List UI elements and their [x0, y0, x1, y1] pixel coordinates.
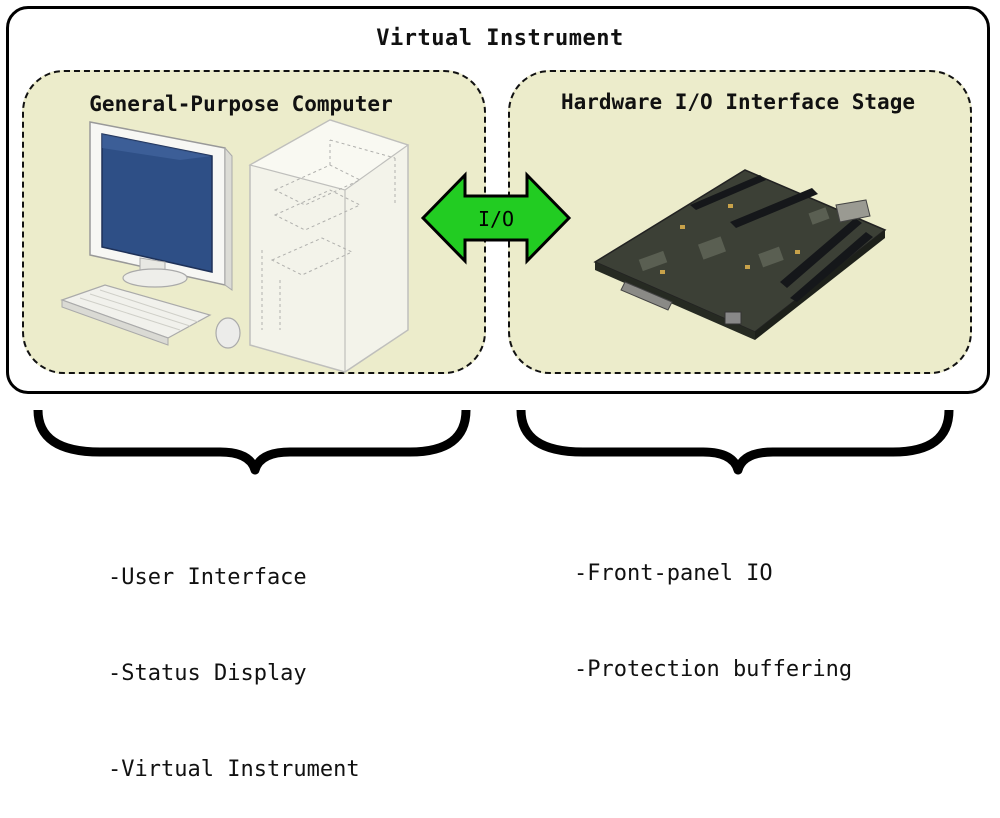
io-arrow-label: I/O [478, 207, 514, 231]
keyboard-icon [60, 284, 212, 346]
circuit-board-icon [593, 169, 887, 340]
list-item: -Front-panel IO [574, 561, 773, 586]
left-brace-icon [33, 409, 471, 475]
list-item: -Protection buffering [574, 657, 853, 682]
computer-function-list: -User Interface -Status Display -Virtual… [108, 498, 360, 818]
computer-panel-title: General-Purpose Computer [89, 92, 393, 116]
list-item: -Virtual Instrument [108, 757, 360, 782]
list-item: -Status Display [108, 661, 307, 686]
computer-icon [60, 119, 410, 373]
io-arrow: I/O [420, 171, 572, 265]
hardware-panel-title: Hardware I/O Interface Stage [560, 90, 915, 114]
mouse-icon [215, 317, 241, 349]
right-brace-icon [516, 409, 954, 475]
diagram-title: Virtual Instrument [376, 26, 624, 51]
hardware-function-list: -Front-panel IO -Protection buffering [574, 494, 852, 718]
list-item: -User Interface [108, 565, 307, 590]
monitor-icon [89, 121, 233, 291]
computer-tower-icon [248, 119, 410, 373]
